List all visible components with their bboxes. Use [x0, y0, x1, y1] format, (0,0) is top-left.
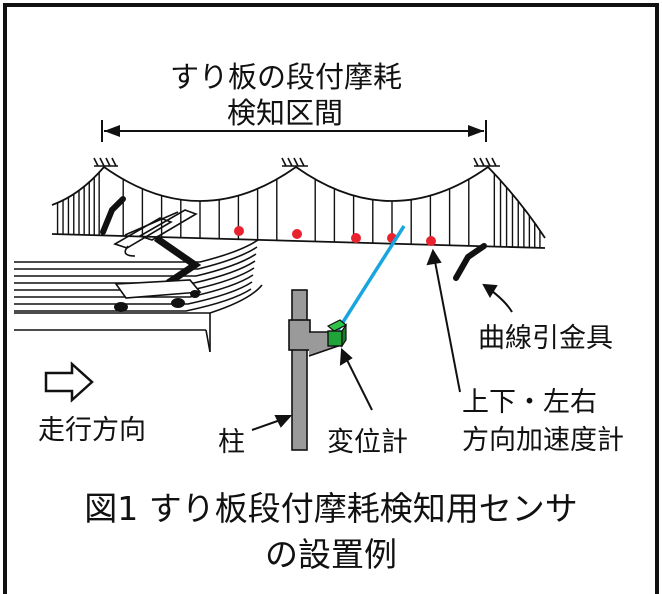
roof-stripe — [14, 239, 259, 263]
curve-pull-fitting-label: 曲線引金具 — [478, 323, 613, 354]
roof-stripe — [14, 260, 256, 284]
contact-wire — [51, 233, 546, 249]
pull-fitting-right — [453, 243, 487, 281]
section-label-line1: すり板の段付摩耗 — [170, 60, 403, 94]
pantograph — [113, 209, 202, 286]
caption-line1: 図1 すり板段付摩耗検知用センサ — [84, 489, 578, 528]
roof-stripe — [14, 288, 252, 312]
pull-fitting-left — [100, 196, 126, 235]
roof-stripe — [14, 281, 253, 305]
laser-beam — [336, 225, 406, 331]
leader-lines — [251, 248, 513, 431]
accelerometer-label-line1: 上下・左右 — [462, 387, 597, 418]
catenary-wire — [51, 165, 546, 239]
caption-line2: の設置例 — [265, 535, 397, 574]
arrow-right-icon — [44, 361, 94, 403]
pole-label: 柱 — [218, 427, 245, 458]
dimension-line — [101, 120, 487, 142]
section-label-line2: 検知区間 — [227, 96, 344, 130]
sensor-point — [234, 226, 244, 236]
roof-stripe — [14, 246, 258, 270]
sensor-point — [292, 229, 302, 239]
sensor-box-icon — [326, 319, 348, 348]
roof-stripe — [14, 253, 257, 277]
roof-stripe — [14, 274, 254, 298]
direction-label: 走行方向 — [38, 415, 146, 446]
hatch-support-icon — [93, 157, 500, 167]
bogie — [114, 279, 202, 312]
sensor-points — [234, 226, 436, 246]
border — [3, 3, 659, 594]
accelerometer-label-line2: 方向加速度計 — [462, 425, 624, 456]
pole — [288, 289, 339, 451]
sensor-point — [351, 233, 361, 243]
displacement-meter-label: 変位計 — [327, 427, 408, 458]
sensor-point — [426, 236, 436, 246]
train-roof — [14, 239, 263, 353]
